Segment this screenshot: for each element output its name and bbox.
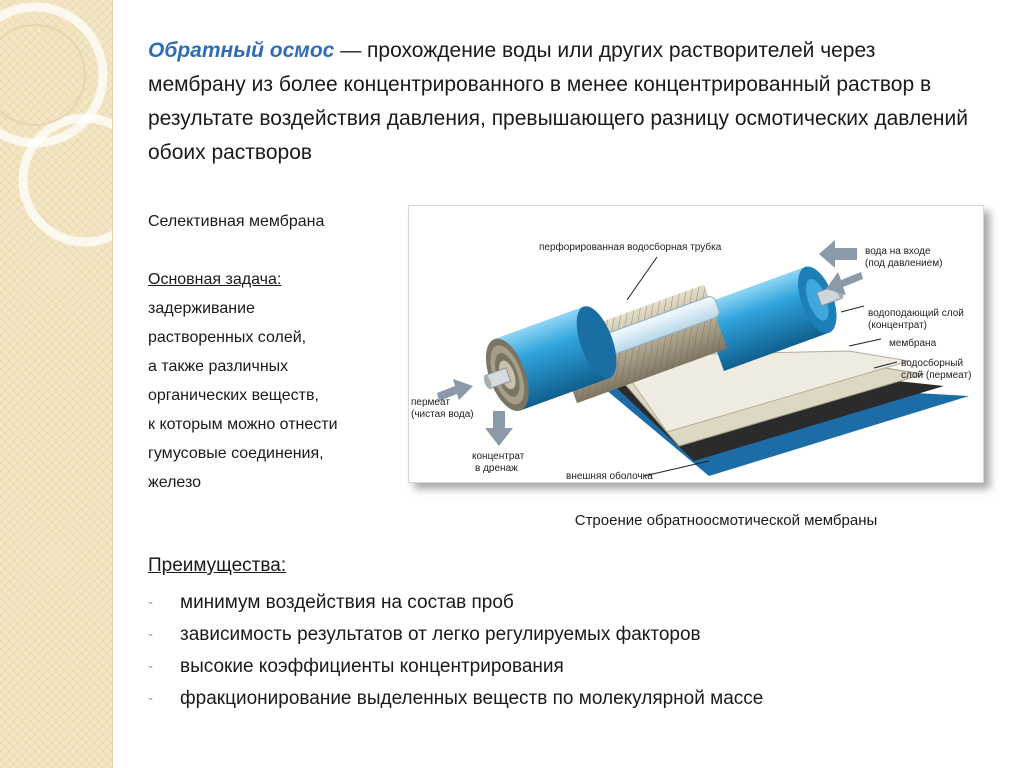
definition-term: Обратный осмос [148,39,335,62]
task-line: а также различных [148,358,289,375]
task-line: растворенных солей, [148,329,307,346]
advantage-text: минимум воздействия на состав проб [180,592,514,613]
label-permeate: (чистая вода) [411,409,474,420]
decorative-side-panel [0,0,113,768]
list-item: - минимум воздействия на состав проб [148,587,763,619]
label-shell: внешняя оболочка [566,470,653,482]
definition-paragraph: Обратный осмос — прохождение воды или др… [148,34,978,170]
advantage-text: фракционирование выделенных веществ по м… [180,688,764,709]
figure-caption: Строение обратноосмотической мембраны [574,512,878,529]
task-line: задерживание [148,300,255,317]
advantages-title: Преимущества: [148,555,287,576]
membrane-description: Селективная мембрана Основная задача: за… [148,207,398,497]
label-concentrate: концентрат [472,451,525,462]
task-line: железо [148,474,202,491]
list-bullet: - [148,658,153,675]
inlet-arrow [819,240,857,268]
membrane-diagram: перфорированная водосборная трубка вода … [408,205,984,483]
task-line: гумусовые соединения, [148,445,324,462]
label-permeate: пермеат [411,397,450,408]
membrane-diagram-svg: перфорированная водосборная трубка вода … [411,240,971,482]
advantages-list: - минимум воздействия на состав проб - зав… [148,587,763,715]
advantage-text: высокие коэффициенты концентрирования [180,656,564,677]
task-line: органических веществ, [148,387,319,404]
label-concentrate: в дренаж [475,463,518,474]
list-item: - фракционирование выделенных веществ по … [148,683,763,715]
decorative-rings [0,2,112,247]
list-bullet: - [148,626,153,643]
inlet-arrow [826,272,863,295]
label-feed: водоподающий слой [868,308,964,319]
permeate-arrow [437,379,473,401]
label-feed: (концентрат) [868,320,927,331]
list-bullet: - [148,690,153,707]
leader-lines [626,256,898,477]
concentrate-arrow [485,411,513,446]
task-line: к которым можно отнести [148,416,338,433]
advantage-text: зависимость результатов от легко регулир… [180,624,701,645]
left-cylinder [483,306,617,412]
list-bullet: - [148,594,153,611]
label-collect: слой (пермеат) [901,370,971,381]
definition-text: — прохождение воды или других растворите… [148,39,968,164]
label-inlet: (под давлением) [865,258,942,269]
membrane-type: Селективная мембрана [148,213,325,230]
label-tube: перфорированная водосборная трубка [539,241,722,253]
list-item: - зависимость результатов от легко регули… [148,619,763,651]
task-title: Основная задача: [148,271,282,288]
list-item: - высокие коэффициенты концентрирования [148,651,763,683]
label-inlet: вода на входе [865,246,931,257]
label-collect: водосборный [901,357,963,369]
label-membrane: мембрана [889,337,937,349]
